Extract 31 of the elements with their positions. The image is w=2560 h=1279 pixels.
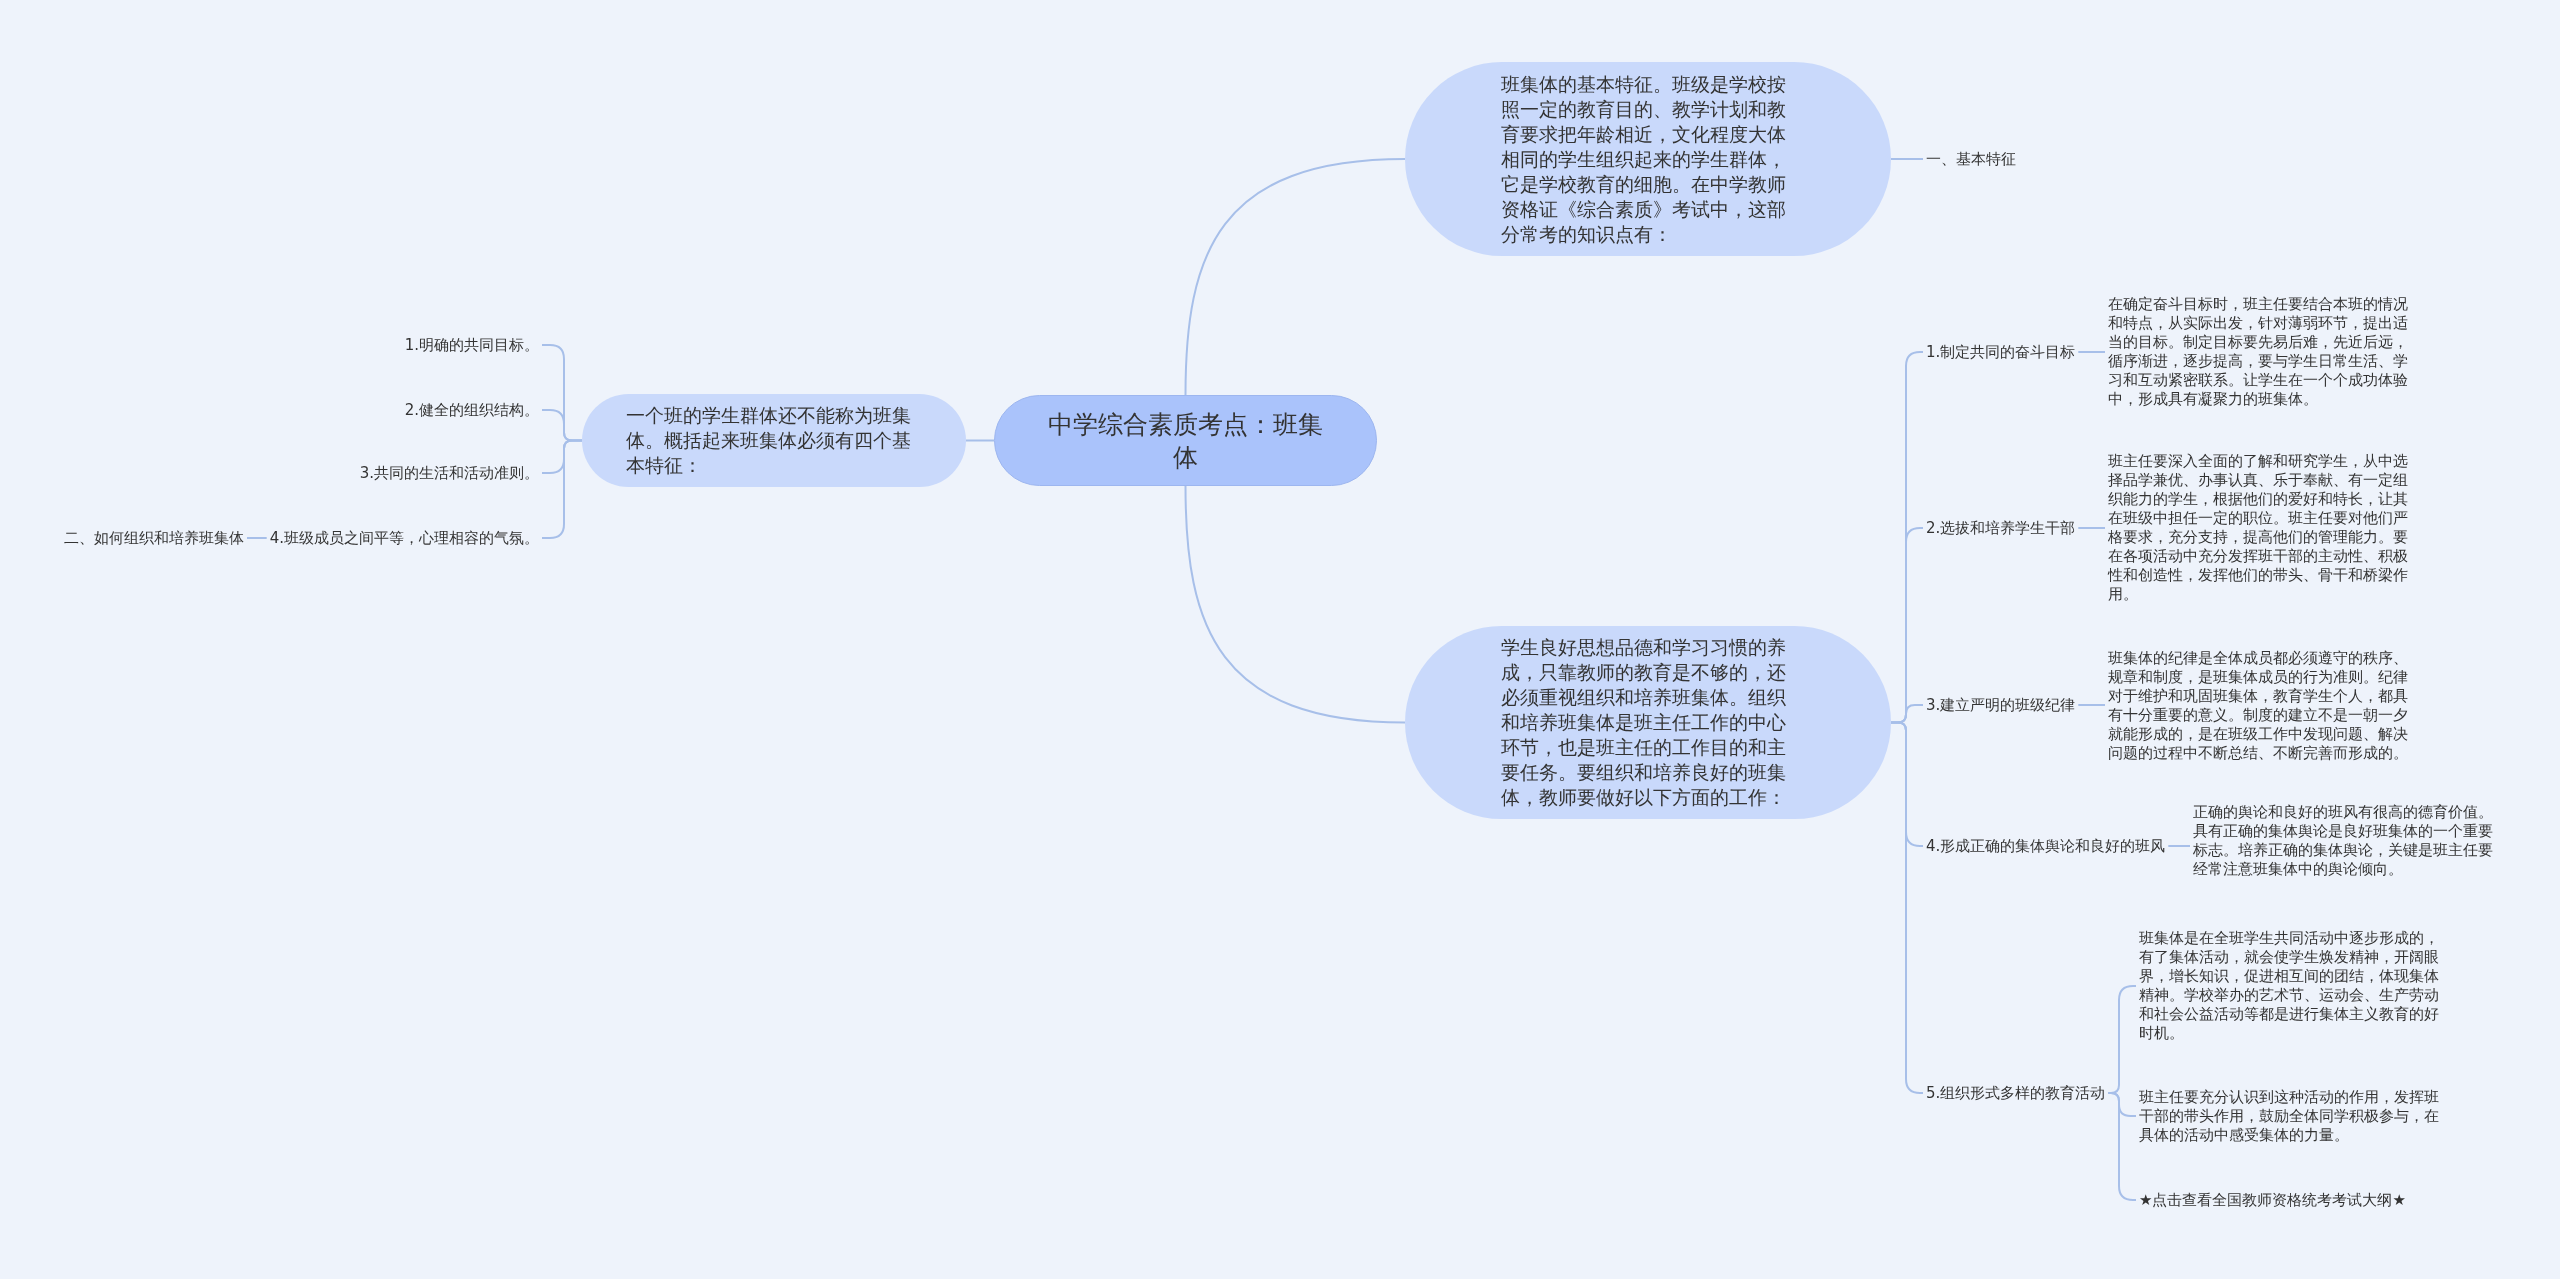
connector-line — [1890, 158, 1924, 160]
note-text: ★点击查看全国教师资格统考考试大纲★ — [2136, 1190, 2409, 1210]
central-topic: 中学综合素质考点：班集体 — [994, 395, 1377, 486]
connector-line — [2077, 351, 2106, 353]
note-text: 班主任要深入全面的了解和研究学生，从中选择品学兼优、办事认真、乐于奉献、有一定组织能力的学生，根据他们的爱好和特长，让其在班级中担任一定的职位。班主任要对他们严格要求，充分支持，提高他们的管理能力。要在各项活动中充分发挥班干部的主动性、积极性和创造性，发挥他们的带头、骨干和桥梁作用。 — [2105, 452, 2419, 604]
branch-label: 二、如何组织和培养班集体 — [61, 528, 247, 548]
branch-label: 3.共同的生活和活动准则。 — [356, 463, 542, 483]
branch-label: 4.班级成员之间平等，心理相容的气氛。 — [266, 528, 542, 548]
topic-bubble: 班集体的基本特征。班级是学校按照一定的教育目的、教学计划和教育要求把年龄相近，文化程度大体相同的学生组织起来的学生群体，它是学校教育的细胞。在中学教师资格证《综合素质》考试中，这部分常考的知识点有： — [1405, 62, 1891, 256]
branch-label: 4.形成正确的集体舆论和良好的班风 — [1923, 836, 2169, 856]
branch-label: 2.选拔和培养学生干部 — [1923, 518, 2079, 538]
branch-label: 5.组织形式多样的教育活动 — [1923, 1083, 2109, 1103]
branch-label: 1.明确的共同目标。 — [401, 335, 542, 355]
connector-line — [1184, 158, 1406, 396]
topic-bubble: 一个班的学生群体还不能称为班集体。概括起来班集体必须有四个基本特征： — [582, 394, 966, 487]
connector-line — [965, 439, 995, 442]
note-text: 在确定奋斗目标时，班主任要结合本班的情况和特点，从实际出发，针对薄弱环节，提出适当的目标。制定目标要先易后难，先近后远，循序渐进，逐步提高，要与学生日常生活、学习和互动紧密联系。让学生在一个个成功体验中，形成具有凝聚力的班集体。 — [2105, 295, 2419, 409]
connector-line — [2077, 527, 2106, 529]
topic-bubble: 学生良好思想品德和学习习惯的养成，只靠教师的教育是不够的，还必须重视组织和培养班集体。组织和培养班集体是班主任工作的中心环节，也是班主任的工作目的和主要任务。要组织和培养良好的班集体，教师要做好以下方面的工作： — [1405, 626, 1891, 819]
branch-label: 2.健全的组织结构。 — [401, 400, 542, 420]
note-text: 正确的舆论和良好的班风有很高的德育价值。具有正确的集体舆论是良好班集体的一个重要标志。培养正确的集体舆论，关键是班主任要经常注意班集体中的舆论倾向。 — [2190, 803, 2504, 879]
connector-line — [1184, 485, 1406, 724]
note-text: 班集体的纪律是全体成员都必须遵守的秩序、规章和制度，是班集体成员的行为准则。纪律对于维护和巩固班集体，教育学生个人，都具有十分重要的意义。制度的建立不是一朝一夕就能形成的，是在班级工作中发现问题、解决问题的过程中不断总结、不断完善而形成的。 — [2105, 649, 2419, 763]
connector-line — [2077, 704, 2106, 706]
note-text: 班主任要充分认识到这种活动的作用，发挥班干部的带头作用，鼓励全体同学积极参与，在具体的活动中感受集体的力量。 — [2136, 1087, 2450, 1145]
branch-label: 1.制定共同的奋斗目标 — [1923, 342, 2079, 362]
branch-label: 一、基本特征 — [1923, 149, 2019, 169]
branch-label: 3.建立严明的班级纪律 — [1923, 695, 2079, 715]
note-text: 班集体是在全班学生共同活动中逐步形成的，有了集体活动，就会使学生焕发精神，开阔眼界，增长知识，促进相互间的团结，体现集体精神。学校举办的艺术节、运动会、生产劳动和社会公益活动等都是进行集体主义教育的好时机。 — [2136, 929, 2450, 1043]
connector-line — [2167, 845, 2191, 847]
connector-line — [246, 537, 268, 539]
